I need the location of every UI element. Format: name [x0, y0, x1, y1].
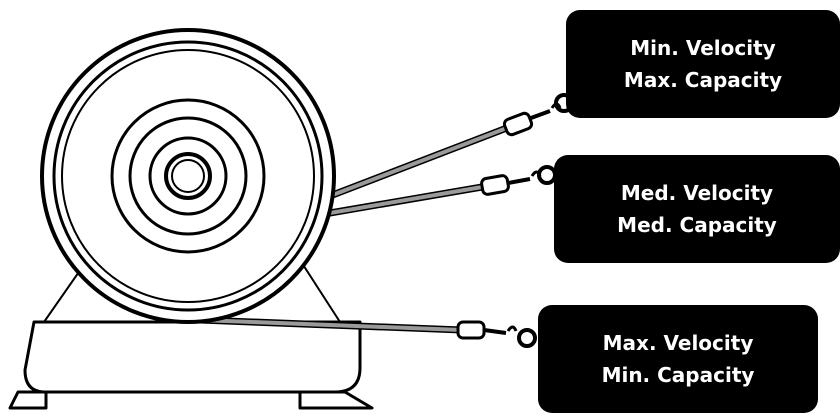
- label-bottom-line1: Max. Velocity: [602, 331, 754, 355]
- label-middle-line2: Med. Capacity: [617, 213, 777, 237]
- spool: [40, 28, 336, 324]
- hook-bottom: [456, 320, 537, 348]
- cable-middle: [320, 182, 492, 218]
- label-middle-line1: Med. Velocity: [620, 181, 774, 205]
- label-top-line1: Min. Velocity: [630, 36, 776, 60]
- label-min-velocity: Min. Velocity Max. Capacity: [566, 10, 840, 118]
- label-bottom-line2: Min. Capacity: [601, 363, 755, 387]
- cable-bottom: [196, 316, 466, 334]
- label-max-velocity: Max. Velocity Min. Capacity: [538, 305, 818, 413]
- hook-middle: [480, 165, 557, 196]
- base-stand: [8, 320, 374, 410]
- cable-top: [326, 122, 516, 200]
- label-med-velocity: Med. Velocity Med. Capacity: [554, 155, 840, 263]
- hook-top: [502, 93, 574, 137]
- label-top-line2: Max. Capacity: [623, 68, 783, 92]
